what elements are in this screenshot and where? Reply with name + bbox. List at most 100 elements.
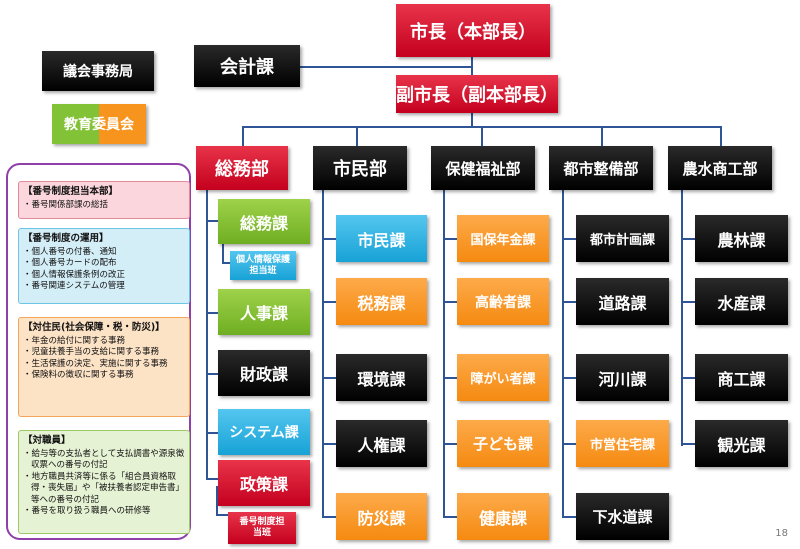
- education-label: 教育委員会: [64, 117, 134, 133]
- card-item: ・個人番号の付番、通知: [23, 246, 117, 257]
- connector-vice-bus: [471, 113, 473, 127]
- stub: [206, 478, 218, 480]
- section-kenko: 健康課: [457, 493, 549, 540]
- card-item: ・番号関係部課の総括: [23, 199, 109, 210]
- card-item: ・年金の給付に関する事務: [23, 335, 126, 346]
- connector-dept-5: [720, 126, 722, 146]
- stub: [443, 301, 457, 303]
- stub: [681, 238, 695, 240]
- card-item: ・個人番号カードの配布: [23, 258, 117, 268]
- card-item: ・生活保護の決定、実施に関する事務: [23, 358, 168, 369]
- connector-dept-2: [356, 126, 358, 146]
- stub: [562, 377, 576, 379]
- section-doro: 道路課: [576, 278, 669, 325]
- connector-sub-1: [222, 244, 224, 264]
- section-jinji: 人事課: [218, 289, 310, 335]
- section-koreisha: 高齢者課: [457, 278, 549, 325]
- card-unyo: 【番号制度の運用】 ・個人番号の付番、通知 ・個人番号カードの配布 ・個人情報保…: [18, 228, 190, 304]
- sub-kojin: 個人情報保護担当班: [230, 251, 296, 280]
- card-title: 【番号制度担当本部】: [23, 186, 119, 197]
- stub: [322, 238, 336, 240]
- stub: [322, 377, 336, 379]
- stub: [216, 514, 228, 516]
- section-zaisei: 財政課: [218, 350, 310, 396]
- stub: [443, 443, 457, 445]
- section-shiei: 市営住宅課: [576, 420, 669, 467]
- section-shogai: 障がい者課: [457, 354, 549, 401]
- card-title: 【対職員】: [23, 435, 71, 446]
- page-number: 18: [775, 528, 788, 539]
- stub: [206, 220, 218, 222]
- stub: [222, 262, 230, 264]
- card-honbu: 【番号制度担当本部】 ・番号関係部課の総括: [18, 181, 190, 219]
- stub: [443, 516, 457, 518]
- card-item: ・保険料の徴収に関する事務: [23, 370, 134, 380]
- connector-col-5: [681, 190, 683, 446]
- mayor-box: 市長（本部長）: [396, 4, 550, 57]
- info-panel: 【番号制度担当本部】 ・番号関係部課の総括 【番号制度の運用】 ・個人番号の付番…: [6, 163, 191, 540]
- connector-dept-1: [242, 126, 244, 146]
- connector-col-1: [206, 190, 208, 480]
- card-title: 【番号制度の運用】: [23, 233, 109, 244]
- stub: [206, 312, 218, 314]
- dept-hoken: 保健福祉部: [431, 146, 535, 190]
- vice-mayor-box: 副市長（副本部長）: [396, 75, 558, 113]
- stub: [562, 238, 576, 240]
- stub: [681, 443, 695, 445]
- stub: [681, 301, 695, 303]
- connector-accounting: [300, 66, 471, 68]
- connector-dept-4: [601, 126, 603, 146]
- stub: [443, 377, 457, 379]
- stub: [562, 301, 576, 303]
- card-item: ・地方職員共済等に係る「組合員資格取得・喪失届」や「被扶養者認定申告書」等への番…: [23, 471, 185, 505]
- section-kankyo: 環境課: [336, 354, 427, 401]
- card-item: ・番号を取り扱う職員への研修等: [23, 506, 151, 516]
- card-jumin: 【対住民(社会保障・税・防災)】 ・年金の給付に関する事務 ・児童扶養手当の支給…: [18, 317, 190, 417]
- stub: [206, 432, 218, 434]
- section-suisan: 水産課: [695, 278, 788, 325]
- card-title: 【対住民(社会保障・税・防災)】: [23, 322, 165, 333]
- card-item: ・番号関連システムの管理: [23, 281, 125, 291]
- section-kasen: 河川課: [576, 354, 669, 401]
- section-gesuido: 下水道課: [576, 493, 669, 540]
- connector-mayor-vice: [471, 57, 473, 75]
- section-shoko: 商工課: [695, 354, 788, 401]
- section-kanko: 観光課: [695, 420, 788, 467]
- education-box: 教育委員会: [52, 104, 146, 144]
- card-item: ・給与等の支払者として支払調書や源泉徴収票への番号の付記: [23, 448, 185, 471]
- connector-col-4: [562, 190, 564, 518]
- section-toshikeikaku: 都市計画課: [576, 215, 669, 262]
- dept-toshi: 都市整備部: [549, 146, 653, 190]
- section-jinken: 人権課: [336, 420, 427, 467]
- stub: [206, 373, 218, 375]
- connector-dept-3: [481, 126, 483, 146]
- card-item: ・個人情報保護条例の改正: [23, 269, 126, 280]
- section-bosai: 防災課: [336, 493, 427, 540]
- dept-shimin: 市民部: [313, 146, 407, 190]
- section-kokuho: 国保年金課: [457, 215, 549, 262]
- connector-col-3: [443, 190, 445, 518]
- section-zeimu: 税務課: [336, 278, 427, 325]
- connector-col-2: [322, 190, 324, 518]
- section-seisaku: 政策課: [218, 460, 310, 506]
- stub: [562, 516, 576, 518]
- stub: [681, 377, 695, 379]
- accounting-box: 会計課: [194, 45, 300, 87]
- section-system: システム課: [218, 409, 310, 455]
- dept-somu: 総務部: [196, 146, 288, 190]
- stub: [322, 443, 336, 445]
- connector-sub-2: [216, 486, 218, 514]
- stub: [562, 443, 576, 445]
- stub: [322, 516, 336, 518]
- dept-nosui: 農水商工部: [668, 146, 772, 190]
- section-kodomo: 子ども課: [457, 420, 549, 467]
- council-box: 議会事務局: [42, 51, 154, 91]
- card-item: ・児童扶養手当の支給に関する事務: [23, 347, 160, 357]
- section-somu: 総務課: [218, 199, 310, 244]
- stub: [322, 301, 336, 303]
- section-shimin: 市民課: [336, 215, 427, 262]
- section-norin: 農林課: [695, 215, 788, 262]
- card-shokuin: 【対職員】 ・給与等の支払者として支払調書や源泉徴収票への番号の付記 ・地方職員…: [18, 430, 190, 534]
- stub: [443, 238, 457, 240]
- sub-bango: 番号制度担当班: [228, 512, 296, 544]
